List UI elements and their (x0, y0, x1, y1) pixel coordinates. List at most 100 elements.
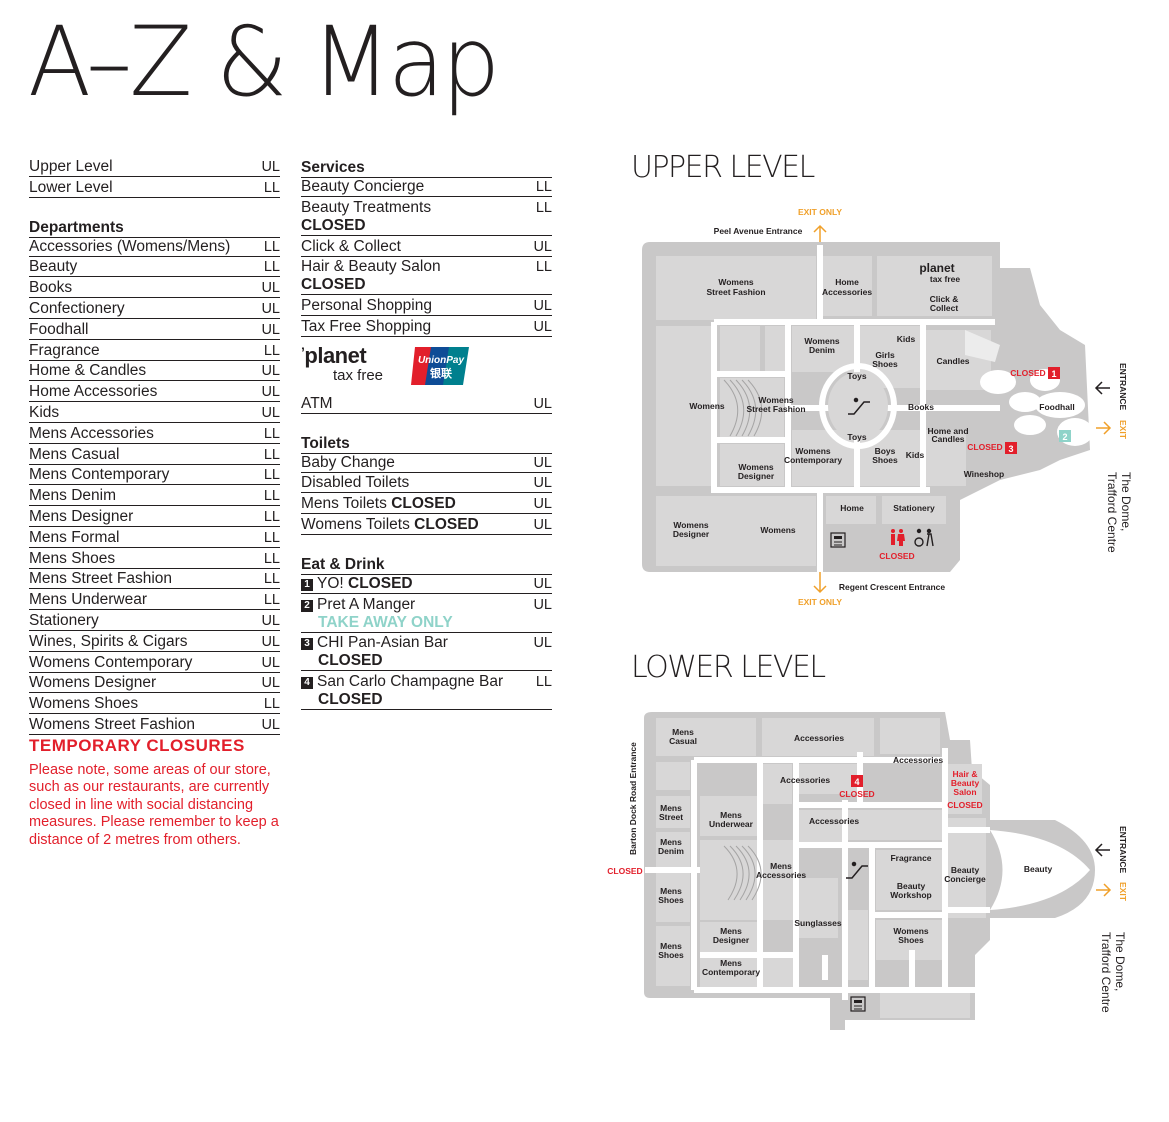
store-label: Home (840, 503, 864, 513)
restaurant-marker-4[interactable] (851, 775, 863, 787)
marker-number: 1 (1051, 369, 1056, 379)
closed-label: CLOSED (839, 789, 874, 799)
svg-text:UnionPay: UnionPay (418, 355, 465, 366)
store-label: Womens (738, 462, 774, 472)
store-label: Denim (658, 846, 684, 856)
level-name: Upper Level (29, 158, 113, 175)
department-row[interactable]: Accessories (Womens/Mens)LL (29, 238, 280, 257)
store-label: Concierge (944, 874, 986, 884)
status-closed: CLOSED (391, 495, 456, 513)
services-heading: Services (301, 158, 552, 178)
department-row[interactable]: Home Accessories UL (29, 383, 280, 403)
store-label: Womens (893, 926, 929, 936)
department-level-code: LL (263, 488, 280, 505)
department-name: Mens Designer (29, 507, 134, 525)
department-level-code: UL (261, 654, 280, 671)
department-name: Wines, Spirits & Cigars (29, 632, 188, 650)
department-name: Mens Casual (29, 445, 120, 463)
store-label: Mens (660, 803, 682, 813)
store-label: Street (659, 812, 683, 822)
accessible-toilet-icon (914, 528, 934, 547)
lower-level-map[interactable]: Barton Dock Road Entrance CLOSED ENTRANC… (600, 700, 1160, 1040)
store-label: Mens (660, 886, 682, 896)
department-name: Womens Shoes (29, 695, 139, 713)
page-title: A–Z & Map (28, 6, 500, 118)
dome-label: Trafford Centre (1105, 472, 1119, 553)
department-row[interactable]: Mens Casual LL (29, 446, 280, 465)
store-label: Shoes (898, 935, 924, 945)
department-row[interactable]: Wines, Spirits & Cigars UL (29, 633, 280, 652)
dome-label: The Dome, (1113, 932, 1127, 991)
exit-label: EXIT (1118, 882, 1128, 902)
departments-heading: Departments (29, 218, 280, 238)
store-label: Foodhall (1039, 402, 1074, 412)
department-name: Home Accessories (29, 383, 158, 401)
department-level-code: UL (261, 384, 280, 401)
restaurant-marker-1[interactable] (1048, 367, 1060, 379)
dome-label: Trafford Centre (1099, 932, 1113, 1013)
peel-entrance-label: Peel Avenue Entrance (714, 226, 803, 236)
restaurant-marker-3[interactable] (1005, 442, 1017, 454)
payment-logos: ’planet tax free UnionPay 银联 (301, 339, 552, 395)
status-closed: CLOSED (301, 276, 366, 294)
store-label: Street Fashion (706, 287, 765, 297)
department-level-code: LL (263, 446, 280, 463)
store-label: Stationery (893, 503, 935, 513)
upper-level-map[interactable]: EXIT ONLY Peel Avenue Entrance EXIT ONLY… (600, 200, 1160, 620)
exit-only-label: EXIT ONLY (798, 207, 842, 217)
store-label: Wineshop (964, 469, 1005, 479)
exit-label: EXIT (1118, 420, 1128, 440)
store-label: Beauty (951, 865, 980, 875)
restaurant-marker-2[interactable] (1059, 430, 1071, 442)
store-label: Casual (669, 736, 697, 746)
department-level-code: UL (261, 633, 280, 650)
upper-level-heading: UPPER LEVEL (631, 150, 815, 185)
store-label: Candles (936, 356, 969, 366)
closed-label: CLOSED (607, 866, 642, 876)
department-name: Mens Street Fashion (29, 570, 173, 588)
status-closed: CLOSED (414, 515, 479, 533)
store-label: Mens (720, 958, 742, 968)
status-closed: CLOSED (301, 216, 366, 234)
